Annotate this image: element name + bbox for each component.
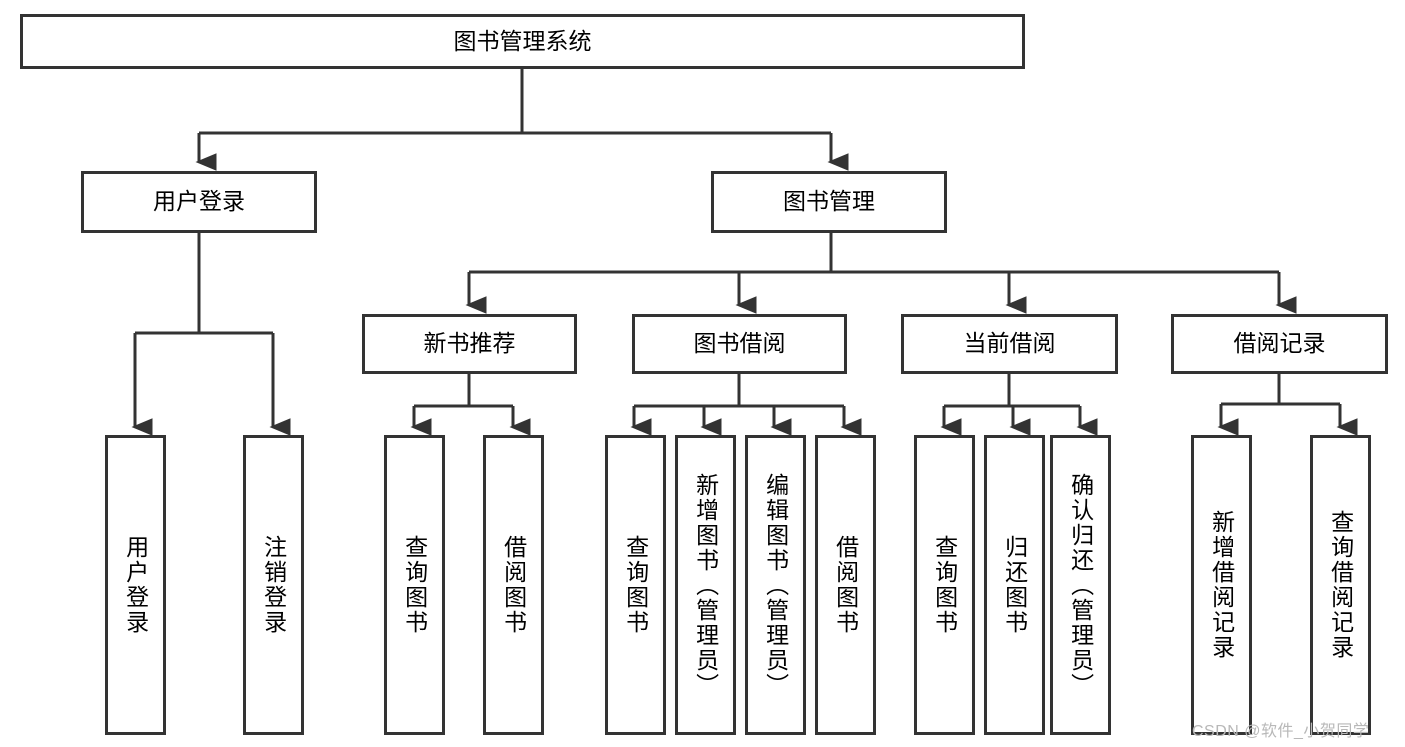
leaf-user-login-login[interactable]: 用户登录 [105,435,166,735]
node-root-book-management-system[interactable]: 图书管理系统 [20,14,1025,69]
node-label: 借阅图书 [500,535,527,635]
node-label: 用户登录 [153,188,245,215]
node-current-borrow[interactable]: 当前借阅 [901,314,1118,374]
node-book-management[interactable]: 图书管理 [711,171,947,233]
leaf-current-query-book[interactable]: 查询图书 [914,435,975,735]
node-label: 新增借阅记录 [1208,510,1235,660]
node-label: 查询图书 [401,535,428,635]
node-label: 用户登录 [122,535,149,635]
leaf-user-login-logout[interactable]: 注销登录 [243,435,304,735]
node-label: 图书管理系统 [453,27,592,54]
node-label: 查询图书 [931,535,958,635]
node-label: 确认归还（管理员） [1067,472,1094,698]
node-label: 新书推荐 [423,330,516,357]
node-label: 查询借阅记录 [1327,510,1354,660]
leaf-recommend-query-book[interactable]: 查询图书 [384,435,445,735]
node-new-book-recommend[interactable]: 新书推荐 [362,314,577,374]
node-label: 编辑图书（管理员） [762,472,789,698]
node-label: 新增图书（管理员） [692,472,719,698]
leaf-record-query-borrow-record[interactable]: 查询借阅记录 [1310,435,1371,735]
node-label: 借阅记录 [1233,330,1326,357]
leaf-record-add-borrow-record[interactable]: 新增借阅记录 [1191,435,1252,735]
node-label: 归还图书 [1001,535,1028,635]
node-label: 当前借阅 [963,330,1056,357]
leaf-borrow-add-book-admin[interactable]: 新增图书（管理员） [675,435,736,735]
leaf-current-confirm-return-admin[interactable]: 确认归还（管理员） [1050,435,1111,735]
node-label: 借阅图书 [832,535,859,635]
node-label: 注销登录 [260,535,287,635]
node-book-borrow[interactable]: 图书借阅 [632,314,847,374]
node-label: 查询图书 [622,535,649,635]
leaf-borrow-edit-book-admin[interactable]: 编辑图书（管理员） [745,435,806,735]
csdn-watermark: CSDN @软件_小贺同学 [1192,723,1370,740]
node-borrow-record[interactable]: 借阅记录 [1171,314,1388,374]
leaf-borrow-query-book[interactable]: 查询图书 [605,435,666,735]
leaf-recommend-borrow-book[interactable]: 借阅图书 [483,435,544,735]
node-label: 图书管理 [783,188,875,215]
leaf-borrow-borrow-book[interactable]: 借阅图书 [815,435,876,735]
node-user-login[interactable]: 用户登录 [81,171,317,233]
node-label: 图书借阅 [693,330,786,357]
leaf-current-return-book[interactable]: 归还图书 [984,435,1045,735]
